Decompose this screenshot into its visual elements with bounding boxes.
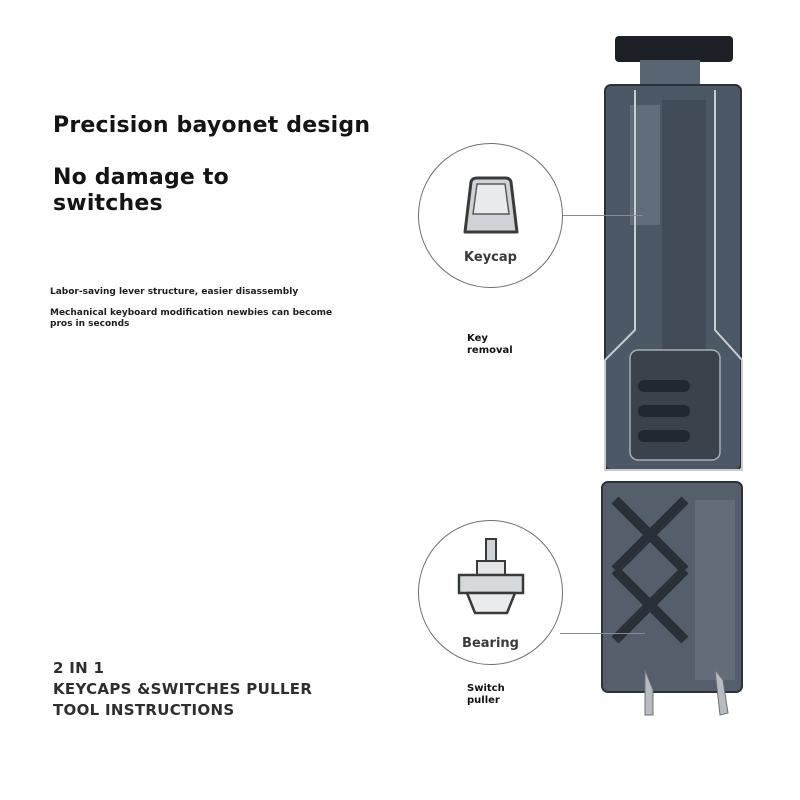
switch-puller-caption-line1: Switch — [467, 683, 505, 694]
product-title: 2 IN 1 KEYCAPS &SWITCHES PULLER TOOL INS… — [53, 658, 312, 721]
subtext-newbies: Mechanical keyboard modification newbies… — [50, 308, 333, 329]
key-removal-caption-line2: removal — [467, 345, 513, 356]
product-title-line3: TOOL INSTRUCTIONS — [53, 701, 235, 719]
tool-hook-left — [644, 669, 654, 716]
keycap-connector-line — [563, 215, 643, 216]
subtext-lever: Labor-saving lever structure, easier dis… — [50, 287, 299, 297]
switch-icon — [457, 538, 525, 615]
keycap-callout-circle: Keycap — [418, 143, 563, 288]
tool-hook-right — [714, 668, 729, 716]
bearing-label: Bearing — [462, 636, 519, 651]
keycap-icon — [463, 176, 519, 234]
product-title-line1: 2 IN 1 — [53, 659, 105, 677]
product-title-line2: KEYCAPS &SWITCHES PULLER — [53, 680, 313, 698]
headline-precision: Precision bayonet design — [53, 113, 371, 138]
key-removal-caption: Key removal — [467, 333, 513, 357]
switch-callout-circle: Bearing — [418, 520, 563, 665]
headline-no-damage: No damage to switches — [53, 165, 229, 216]
tool-wire — [604, 90, 743, 471]
switch-puller-caption-line2: puller — [467, 695, 500, 706]
keycap-label: Keycap — [464, 250, 517, 265]
tool-top-cap — [615, 36, 733, 62]
switch-puller-caption: Switch puller — [467, 683, 505, 707]
key-removal-caption-line1: Key — [467, 333, 488, 344]
puller-tool-illustration — [601, 36, 743, 716]
switch-connector-line — [560, 633, 645, 634]
